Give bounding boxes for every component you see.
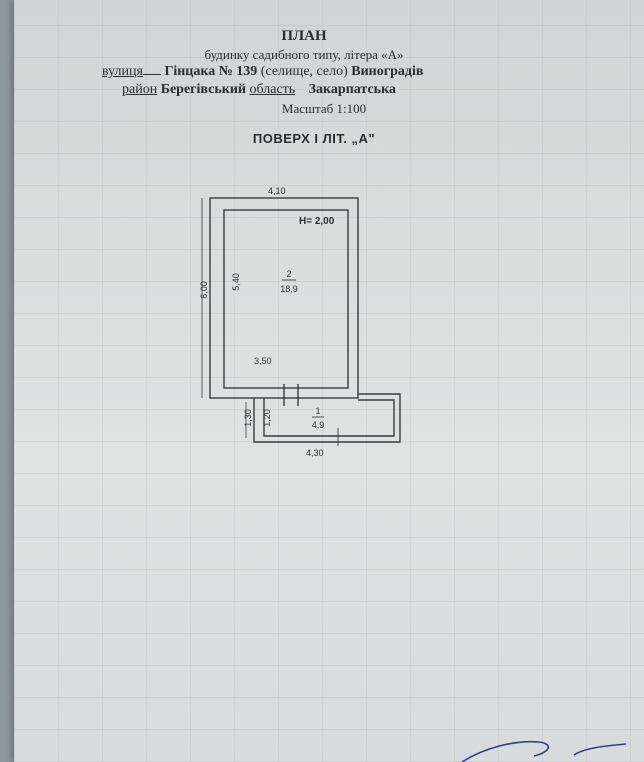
region-label: область [249,82,296,97]
floor-title: ПОВЕРХ І ЛІТ. „А" [252,131,376,146]
settlement-type: (селище, село) [260,64,348,79]
height-label: Н= 2,00 [299,216,335,227]
dim-left-outer-label: 6,00 [199,281,209,299]
room1-outer-wall [253,393,401,443]
room1-inner-wall [263,398,395,437]
settlement-name: Виноградів [351,64,424,79]
dim-left-inner-label: 5,40 [231,273,241,291]
room1-inner-label: 1,20 [262,409,272,427]
plan-title: ПЛАН [281,28,327,44]
room2-width-label: 3,50 [254,356,272,366]
room2-inner-wall [223,209,349,389]
room2-number: 2 [286,269,291,279]
signature-stroke [461,740,627,762]
region-value: Закарпатська [308,82,396,97]
document-page: ПЛАН будинку садибного типу, літера «А» … [14,0,644,762]
room1-area: 4,9 [312,420,325,430]
street-value: Гінцака № 139 [164,64,258,79]
signature-mark [461,740,627,762]
scale-label: Масштаб 1:100 [281,101,367,116]
room1-outer-label: 1,30 [243,409,253,427]
street-label: вулиця [102,64,143,79]
dim-top-label: 4,10 [268,186,286,196]
plan-subtitle: будинку садибного типу, літера «А» [204,47,404,62]
floor-plan-drawing: 4,10 Н= 2,00 6,00 5,40 2 18,9 3,50 1,30 … [199,186,401,458]
district-label: район [122,82,158,97]
room2-area: 18,9 [280,284,298,294]
street-line: вулиця Гінцака № 139 (селище, село) Вино… [102,64,423,80]
room1-number: 1 [315,406,320,416]
dim-bottom-label: 4,30 [306,448,324,458]
district-line: район Берегівський область Закарпатська [122,82,396,98]
district-value: Берегівський [160,82,246,97]
